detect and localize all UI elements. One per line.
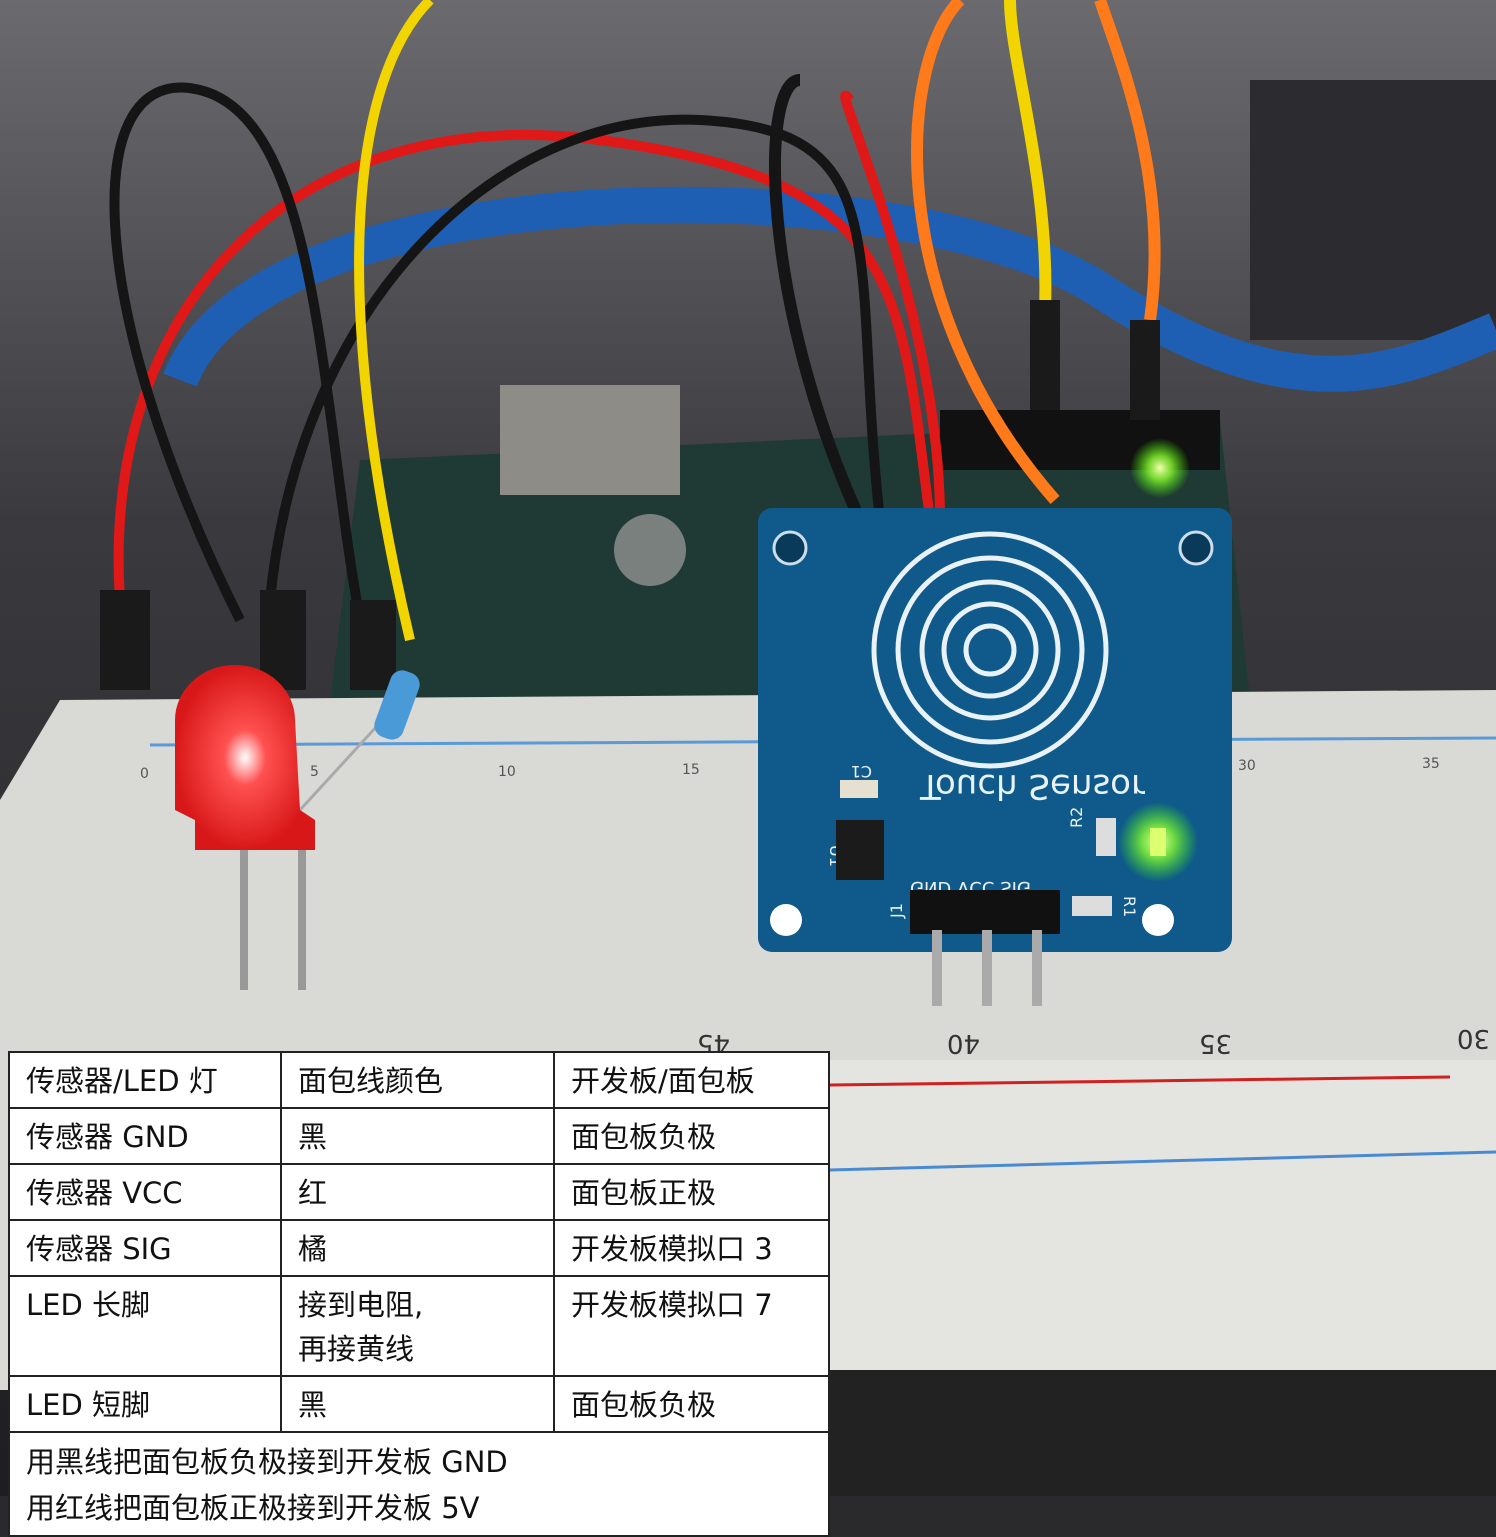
bb-num: 15 [682,762,700,778]
wire-connector [1130,320,1160,420]
mount-hole [1142,904,1174,936]
capacitor-smd [840,780,878,798]
header-cell: 传感器/LED 灯 [8,1051,282,1109]
table-cell: 橘 [280,1219,555,1277]
ic-chip [836,820,884,880]
led-leg [298,850,306,990]
pin-header [910,890,1060,934]
wire-connector [260,590,306,690]
table-header-row: 传感器/LED 灯 面包线颜色 开发板/面包板 [8,1051,830,1109]
touch-pad [871,531,1109,769]
table-cell: 开发板模拟口 7 [553,1275,830,1377]
bb-num: 5 [310,764,319,780]
wire-black-2 [109,82,365,623]
wire-yellow-2 [1004,0,1052,311]
table-cell: 面包板负极 [553,1107,830,1165]
table-row: 传感器 VCC 红 面包板正极 [8,1163,830,1221]
wire-red-2 [840,90,945,521]
bb-num: 35 [1199,1028,1232,1058]
bb-num: 30 [1457,1023,1490,1053]
wire-orange-2 [1094,0,1161,321]
table-cell: 黑 [280,1107,555,1165]
wire-yellow [354,0,434,642]
table-cell: 传感器 VCC [8,1163,282,1221]
wire-connector [1030,300,1060,410]
bb-num: 35 [1422,756,1440,772]
bb-num: 40 [947,1028,980,1058]
pin [932,930,942,1006]
table-cell: 传感器 GND [8,1107,282,1165]
table-row: 传感器 SIG 橘 开发板模拟口 3 [8,1219,830,1277]
capacitor [614,514,686,586]
resistor [374,670,420,740]
cell-line: 接到电阻, [298,1288,424,1322]
note-line: 用黑线把面包板负极接到开发板 GND [26,1445,508,1479]
resistor-smd [1072,896,1112,916]
bb-num: 0 [140,766,149,782]
cell-line: 开发板模拟口 7 [571,1288,773,1322]
status-led [1150,828,1166,856]
label-j1: J1 [887,903,906,919]
wire-connector [100,590,150,690]
table-cell: LED 短脚 [8,1375,282,1433]
cell-line: LED 长脚 [26,1288,151,1322]
label-r1: R1 [1120,896,1139,917]
label-c1: C1 [851,762,872,781]
header-cell: 开发板/面包板 [553,1051,830,1109]
wire-black [265,114,885,601]
table-row: LED 短脚 黑 面包板负极 [8,1375,830,1433]
cell-line: 再接黄线 [298,1332,415,1366]
table-cell: 接到电阻, 再接黄线 [280,1275,555,1377]
table-row: 传感器 GND 黑 面包板负极 [8,1107,830,1165]
mount-hole [772,530,808,566]
table-cell: LED 长脚 [8,1275,282,1377]
table-row: LED 长脚 接到电阻, 再接黄线 开发板模拟口 7 [8,1275,830,1377]
wiring-table: 传感器/LED 灯 面包线颜色 开发板/面包板 传感器 GND 黑 面包板负极 … [8,1051,830,1537]
breadboard-rail [830,1060,1496,1390]
table-cell: 传感器 SIG [8,1219,282,1277]
background-object [1250,80,1496,340]
board-led-glow [1130,438,1190,498]
pin [1032,930,1042,1006]
wire-connector [350,600,396,690]
table-cell: 黑 [280,1375,555,1433]
bb-num: 30 [1238,758,1256,774]
table-cell: 红 [280,1163,555,1221]
table-cell: 面包板正极 [553,1163,830,1221]
resistor-smd [1096,818,1116,856]
wire-orange [911,0,1060,504]
bottom-shadow [830,1370,1496,1496]
mount-hole [770,904,802,936]
table-cell: 开发板模拟口 3 [553,1219,830,1277]
red-led [175,665,315,850]
bb-num: 10 [498,764,516,780]
usb-connector [500,385,680,495]
label-r2: R2 [1067,807,1086,828]
note-line: 用红线把面包板正极接到开发板 5V [26,1491,480,1525]
table-cell: 面包板负极 [553,1375,830,1433]
wire-black-3 [769,74,866,523]
pin [982,930,992,1006]
pcb-label: Touch Sensor [919,766,1145,806]
rail-line-blue [829,1150,1496,1172]
header-cell: 面包线颜色 [280,1051,555,1109]
table-notes-row: 用黑线把面包板负极接到开发板 GND 用红线把面包板正极接到开发板 5V [8,1431,830,1537]
rail-line-red [829,1075,1451,1087]
mount-hole [1178,530,1214,566]
notes-cell: 用黑线把面包板负极接到开发板 GND 用红线把面包板正极接到开发板 5V [8,1431,830,1537]
led-leg [240,850,248,990]
usb-cable [163,186,1496,392]
